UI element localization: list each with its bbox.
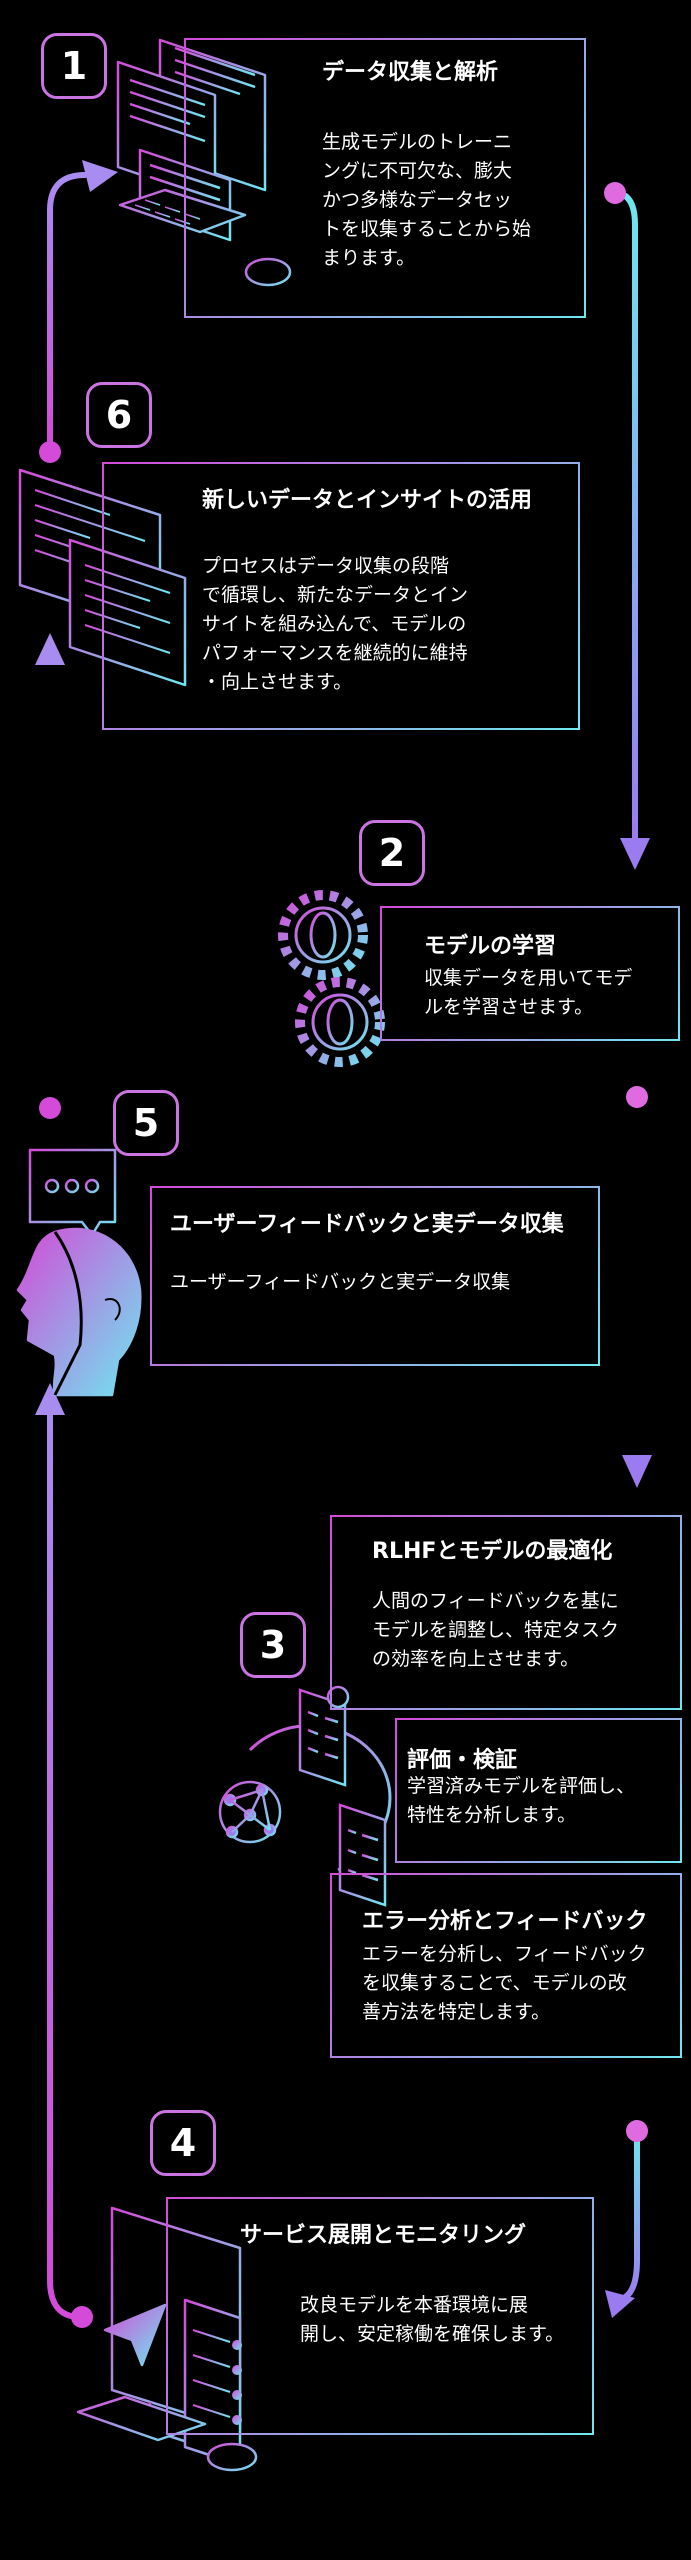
step-4-title: サービス展開とモニタリング: [240, 2223, 527, 2248]
connector-2-to-3: [622, 1086, 652, 1488]
step-3-badge: 3: [240, 1612, 306, 1678]
step-1-body: 生成モデルのトレーニ ングに不可欠な、膨大 かつ多様なデータセッ トを収集するこ…: [322, 131, 532, 269]
gears-icon: [278, 890, 385, 1067]
step-3-title: RLHFとモデルの最適化: [372, 1539, 613, 1564]
step-4-card: サービス展開とモニタリング 改良モデルを本番環境に展 開し、安定稼働を確保します…: [166, 2197, 594, 2435]
step-6-title: 新しいデータとインサイトの活用: [202, 488, 533, 513]
step-2-badge: 2: [359, 820, 425, 886]
step-5-badge: 5: [113, 1090, 179, 1156]
step-1-card: データ収集と解析 生成モデルのトレーニ ングに不可欠な、膨大 かつ多様なデータセ…: [184, 38, 586, 318]
step-2-body: 収集データを用いてモデ ルを学習させます。: [424, 967, 633, 1018]
step-3-body: 人間のフィードバックを基に モデルを調整し、特定タスク の効率を向上させます。: [372, 1590, 620, 1670]
step-2-title: モデルの学習: [424, 934, 557, 959]
step-6-body: プロセスはデータ収集の段階 で循環し、新たなデータとイン サイトを組み込んで、モ…: [202, 555, 469, 693]
step-3-card: RLHFとモデルの最適化 人間のフィードバックを基に モデルを調整し、特定タスク…: [330, 1515, 682, 1710]
connector-1-to-2: [604, 182, 650, 870]
connector-5-to-6: [35, 633, 65, 1119]
evaluation-body: 学習済みモデルを評価し、 特性を分析します。: [407, 1775, 636, 1826]
error-analysis-body: エラーを分析し、フィードバック を収集することで、モデルの改 善方法を特定します…: [362, 1943, 647, 2023]
evaluation-title: 評価・検証: [407, 1748, 518, 1773]
step-5-title: ユーザーフィードバックと実データ収集: [170, 1212, 564, 1237]
step-6-badge: 6: [86, 382, 152, 448]
step-5-body: ユーザーフィードバックと実データ収集: [170, 1271, 511, 1293]
step-1-badge: 1: [41, 33, 107, 99]
step-5-card: ユーザーフィードバックと実データ収集 ユーザーフィードバックと実データ収集: [150, 1186, 600, 1366]
head-icon: [16, 1148, 142, 1397]
step-6-card: 新しいデータとインサイトの活用 プロセスはデータ収集の段階 で循環し、新たなデー…: [102, 462, 580, 730]
step-2-card: モデルの学習 収集データを用いてモデ ルを学習させます。: [380, 906, 680, 1041]
connector-4-to-5: [35, 1383, 93, 2328]
connector-3-to-4: [605, 2120, 648, 2318]
step-1-title: データ収集と解析: [322, 60, 499, 85]
step-4-badge: 4: [150, 2110, 216, 2176]
connector-6-to-1: [39, 160, 118, 463]
error-analysis-title: エラー分析とフィードバック: [362, 1909, 648, 1934]
step-4-body: 改良モデルを本番環境に展 開し、安定稼働を確保します。: [300, 2294, 565, 2345]
error-analysis-card: エラー分析とフィードバック エラーを分析し、フィードバック を収集することで、モ…: [330, 1873, 682, 2058]
evaluation-card: 評価・検証 学習済みモデルを評価し、 特性を分析します。: [395, 1718, 682, 1863]
